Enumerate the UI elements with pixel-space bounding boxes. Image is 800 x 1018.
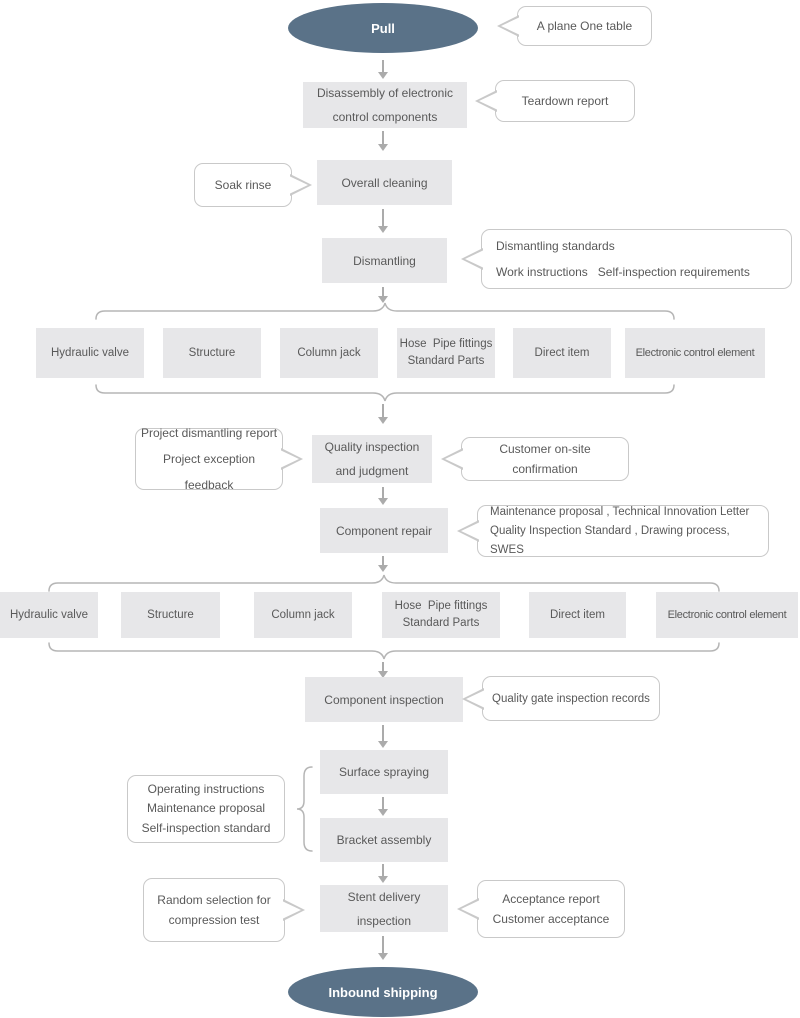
process-quality-inspection: Quality inspection and judgment — [312, 435, 432, 483]
process-stent-delivery-inspection: Stent delivery inspection — [320, 885, 448, 932]
branch2-electronic-control-element: Electronic control element — [656, 592, 798, 638]
arrow-down-icon — [377, 725, 389, 748]
branch2-column-jack: Column jack — [254, 592, 352, 638]
process-overall-cleaning: Overall cleaning — [317, 160, 452, 205]
branch1-hose-pipe-fittings: Hose Pipe fittings Standard Parts — [397, 328, 495, 378]
process-disassembly: Disassembly of electronic control compon… — [303, 82, 467, 128]
terminator-inbound-shipping: Inbound shipping — [288, 967, 478, 1017]
callout-dismantling-standards: Dismantling standards Work instructions … — [481, 229, 792, 289]
arrow-down-icon — [377, 487, 389, 505]
branch1-hydraulic-valve: Hydraulic valve — [36, 328, 144, 378]
brace-bottom-row2 — [48, 642, 720, 660]
callout-quality-gate-records: Quality gate inspection records — [482, 676, 660, 721]
branch2-structure: Structure — [121, 592, 220, 638]
callout-repair-documents: Maintenance proposal , Technical Innovat… — [477, 505, 769, 557]
brace-assembly-steps — [296, 766, 314, 852]
arrow-down-icon — [377, 864, 389, 883]
arrow-down-icon — [377, 556, 389, 572]
arrow-down-icon — [377, 936, 389, 960]
callout-customer-confirmation: Customer on-site confirmation — [461, 437, 629, 481]
arrow-down-icon — [377, 209, 389, 233]
branch2-hose-pipe-fittings: Hose Pipe fittings Standard Parts — [382, 592, 500, 638]
arrow-down-icon — [377, 404, 389, 424]
arrow-down-icon — [377, 662, 389, 678]
callout-random-compression-test: Random selection for compression test — [143, 878, 285, 942]
callout-project-dismantling-report: Project dismantling report Project excep… — [135, 426, 283, 492]
process-bracket-assembly: Bracket assembly — [320, 818, 448, 862]
process-dismantling: Dismantling — [322, 238, 447, 283]
branch1-direct-item: Direct item — [513, 328, 611, 378]
process-component-repair: Component repair — [320, 508, 448, 553]
brace-top-row1 — [95, 302, 675, 320]
branch1-column-jack: Column jack — [280, 328, 378, 378]
callout-teardown-report: Teardown report — [495, 80, 635, 122]
process-component-inspection: Component inspection — [305, 677, 463, 722]
callout-plane-table: A plane One table — [517, 6, 652, 46]
branch2-hydraulic-valve: Hydraulic valve — [0, 592, 98, 638]
branch1-structure: Structure — [163, 328, 261, 378]
branch2-direct-item: Direct item — [529, 592, 626, 638]
arrow-down-icon — [377, 797, 389, 816]
callout-soak-rinse: Soak rinse — [194, 163, 292, 207]
branch1-electronic-control-element: Electronic control element — [625, 328, 765, 378]
terminator-pull: Pull — [288, 3, 478, 53]
arrow-down-icon — [377, 60, 389, 79]
arrow-down-icon — [377, 131, 389, 151]
callout-acceptance: Acceptance report Customer acceptance — [477, 880, 625, 938]
callout-assembly-documents: Operating instructions Maintenance propo… — [127, 775, 285, 843]
process-surface-spraying: Surface spraying — [320, 750, 448, 794]
arrow-down-icon — [377, 287, 389, 303]
brace-top-row2 — [48, 574, 720, 592]
brace-bottom-row1 — [95, 384, 675, 402]
